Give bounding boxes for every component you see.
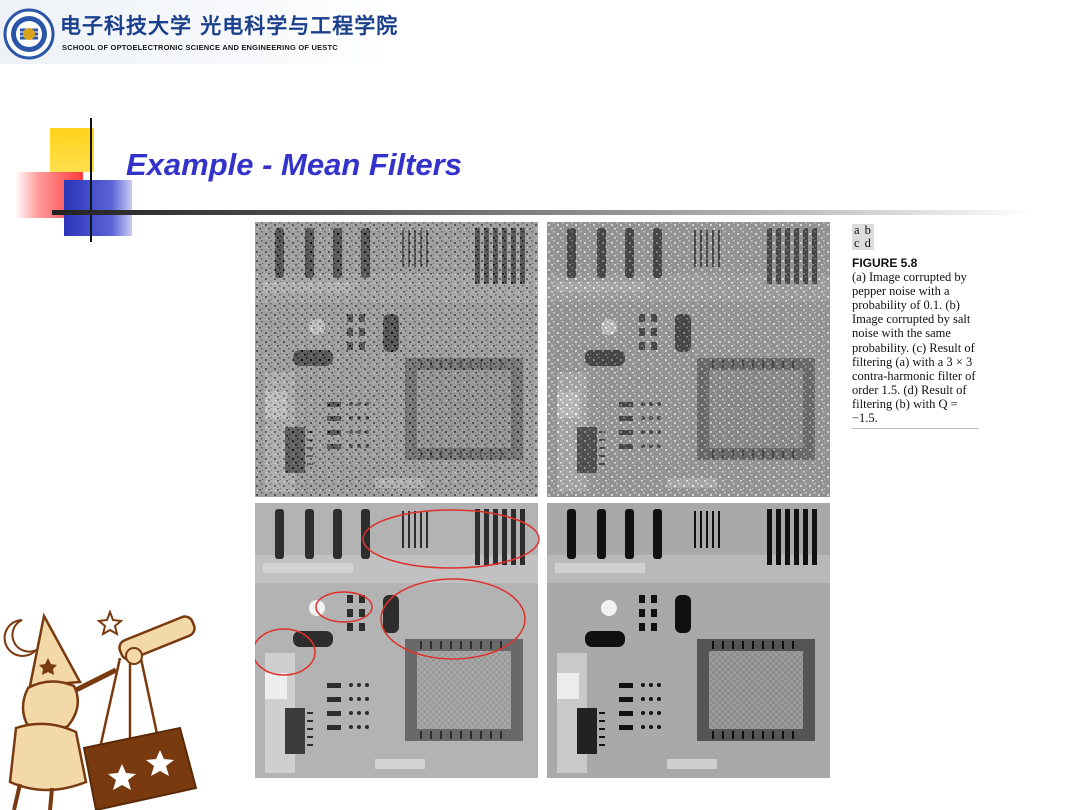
caption-text: (a) Image corrupted by pepper noise with… — [852, 270, 976, 426]
school-name-english: SCHOOL OF OPTOELECTRONIC SCIENCE AND ENG… — [62, 43, 338, 52]
caption-rule — [852, 428, 978, 430]
decor-vertical-line — [90, 118, 92, 242]
figure-label: FIGURE 5.8 — [852, 256, 918, 270]
decor-yellow-square — [50, 128, 94, 172]
header-banner: 电子科技大学 光电科学与工程学院 SCHOOL OF OPTOELECTRONI… — [0, 0, 397, 64]
wizard-telescope-icon — [3, 609, 198, 810]
decor-blue-square — [64, 180, 132, 236]
slide-title: Example - Mean Filters — [126, 147, 462, 182]
school-name-chinese: 电子科技大学 光电科学与工程学院 — [60, 13, 399, 38]
university-logo-icon — [3, 8, 55, 60]
figure-caption: a b c d FIGURE 5.8 (a) Image corrupted b… — [852, 223, 980, 430]
title-underline — [52, 210, 1032, 215]
panel-layout-key: a b c d — [852, 223, 874, 250]
figure-image-grid — [255, 222, 830, 778]
circuit-board-images — [255, 222, 830, 778]
annotation-circles — [255, 509, 540, 676]
